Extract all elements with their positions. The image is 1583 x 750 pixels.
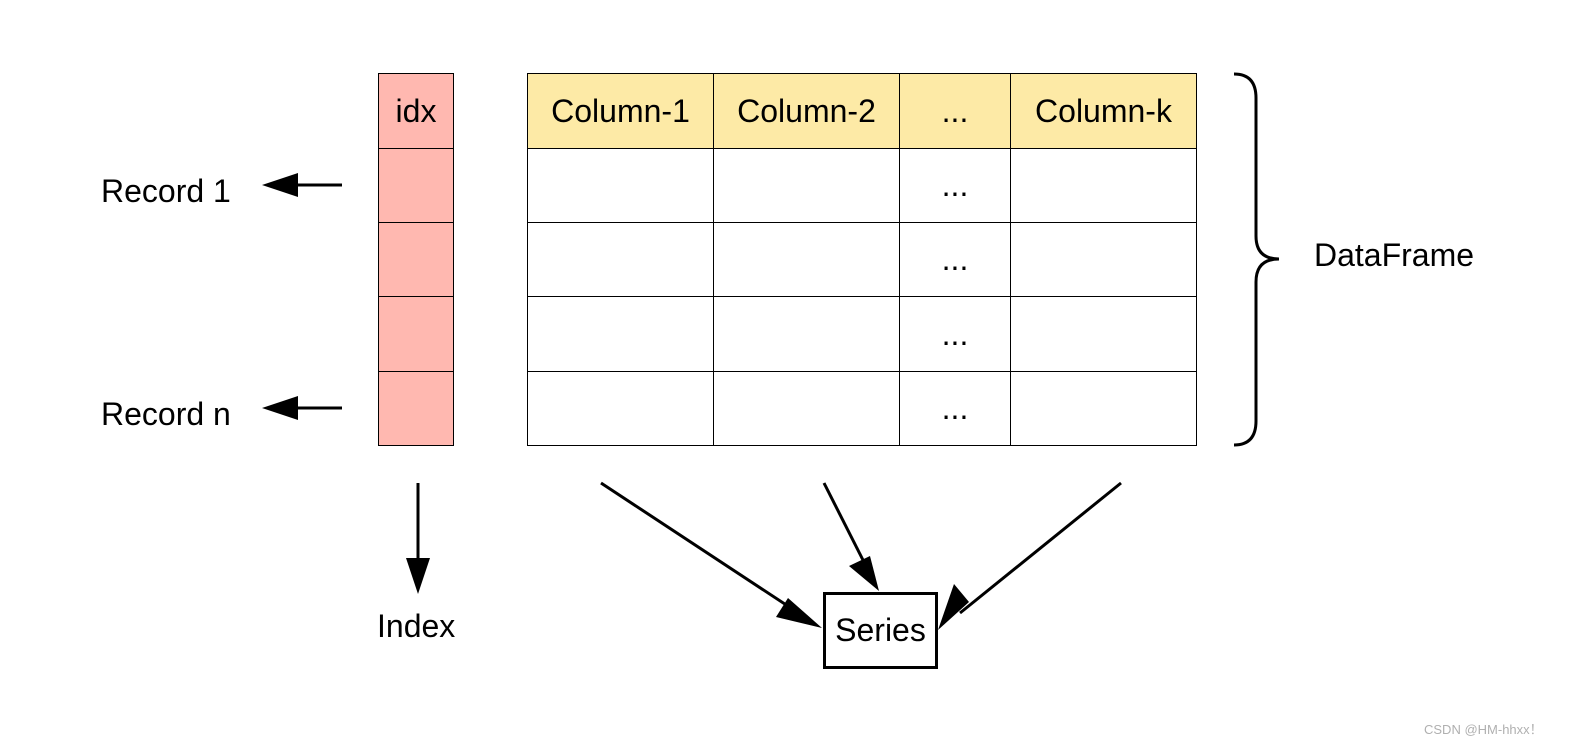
index-label: Index — [377, 608, 456, 644]
column-header: Column-1 — [527, 73, 714, 149]
series-arrow-right — [959, 481, 1122, 615]
series-arrowhead-middle — [849, 556, 879, 591]
column-header-label: Column-2 — [737, 92, 876, 129]
index-cell — [378, 296, 454, 372]
series-arrowhead-left — [776, 598, 822, 628]
table-cell — [527, 371, 714, 446]
series-arrowhead-right — [938, 584, 969, 630]
table-cell: ... — [899, 371, 1011, 446]
table-cell — [527, 296, 714, 372]
record-n-label: Record n — [101, 396, 231, 432]
table-cell — [713, 371, 900, 446]
column-header: ... — [899, 73, 1011, 149]
watermark-text: CSDN @HM-hhxx！ — [1424, 722, 1543, 737]
table-cell — [1010, 148, 1197, 223]
table-cell — [1010, 296, 1197, 372]
ellipsis-text: ... — [941, 390, 969, 426]
table-cell — [527, 222, 714, 297]
table-cell — [1010, 222, 1197, 297]
table-cell: ... — [899, 222, 1011, 297]
index-arrowhead — [406, 558, 430, 594]
column-header-label: ... — [941, 92, 969, 129]
record-1-arrowhead — [262, 173, 298, 197]
index-header-cell: idx — [378, 73, 454, 149]
column-header-label: Column-1 — [551, 92, 690, 129]
index-cell — [378, 222, 454, 297]
index-cell — [378, 371, 454, 446]
dataframe-brace — [1233, 72, 1280, 447]
series-box: Series — [823, 592, 938, 669]
table-cell — [713, 222, 900, 297]
table-cell — [713, 148, 900, 223]
table-cell: ... — [899, 148, 1011, 223]
column-header: Column-k — [1010, 73, 1197, 149]
ellipsis-text: ... — [941, 241, 969, 277]
ellipsis-text: ... — [941, 167, 969, 203]
series-label: Series — [835, 612, 926, 648]
dataframe-label: DataFrame — [1314, 237, 1475, 273]
record-1-label: Record 1 — [101, 173, 231, 209]
record-n-arrowhead — [262, 396, 298, 420]
table-cell — [527, 148, 714, 223]
table-cell — [713, 296, 900, 372]
index-cell — [378, 148, 454, 223]
table-cell — [1010, 371, 1197, 446]
series-arrow-left — [600, 481, 801, 616]
series-arrow-middle — [822, 482, 868, 567]
column-header-label: Column-k — [1035, 92, 1172, 129]
index-header-label: idx — [395, 92, 437, 129]
column-header: Column-2 — [713, 73, 900, 149]
ellipsis-text: ... — [941, 315, 969, 352]
table-cell: ... — [899, 296, 1011, 372]
